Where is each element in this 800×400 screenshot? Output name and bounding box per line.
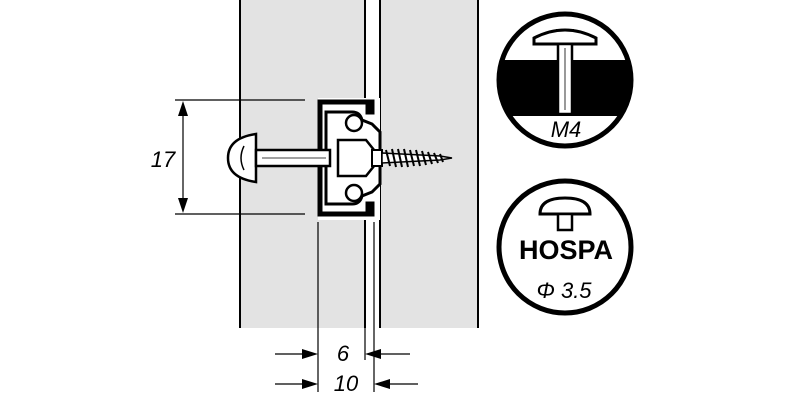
depth-arrow-left (302, 379, 318, 389)
m4-bolt (226, 132, 332, 184)
bearing-ball-bottom (344, 183, 364, 203)
bolt-head-highlight (240, 145, 245, 171)
hospa-badge-screw-shank (556, 212, 574, 232)
screw-thread (385, 148, 444, 168)
m4-bolt-badge: M4 (496, 11, 634, 149)
hospa-screw-badge: HOSPA Φ 3.5 (496, 178, 634, 316)
hospa-badge-ring (496, 178, 634, 316)
hospa-screw (371, 148, 453, 168)
depth-arrow-right (374, 379, 390, 389)
gap-dimension-label: 6 (337, 341, 350, 366)
runner-profile (317, 98, 382, 220)
m4-badge-label: M4 (551, 117, 582, 142)
gap-arrow-right (365, 349, 381, 359)
m4-badge-ring (496, 11, 634, 149)
screw-head (371, 149, 383, 167)
runner-centre-boss (336, 138, 376, 178)
runner-channel-outline (317, 99, 375, 217)
hospa-badge-diameter: Φ 3.5 (536, 278, 592, 303)
hospa-badge-brand: HOSPA (519, 235, 613, 265)
dimension-height: 17 (151, 99, 305, 215)
gap-arrow-left (302, 349, 318, 359)
depth-dimension-label: 10 (334, 371, 359, 396)
bolt-head (226, 132, 258, 184)
hospa-badge-background (499, 181, 631, 313)
dimension-depth: 6 10 (275, 222, 418, 396)
m4-badge-bolt-head (532, 28, 598, 46)
height-arrow-up (178, 101, 188, 116)
height-dimension-label: 17 (151, 147, 176, 172)
height-arrow-down (178, 198, 188, 213)
bearing-ball-top (344, 113, 364, 133)
hospa-badge-screw-head (538, 196, 592, 216)
